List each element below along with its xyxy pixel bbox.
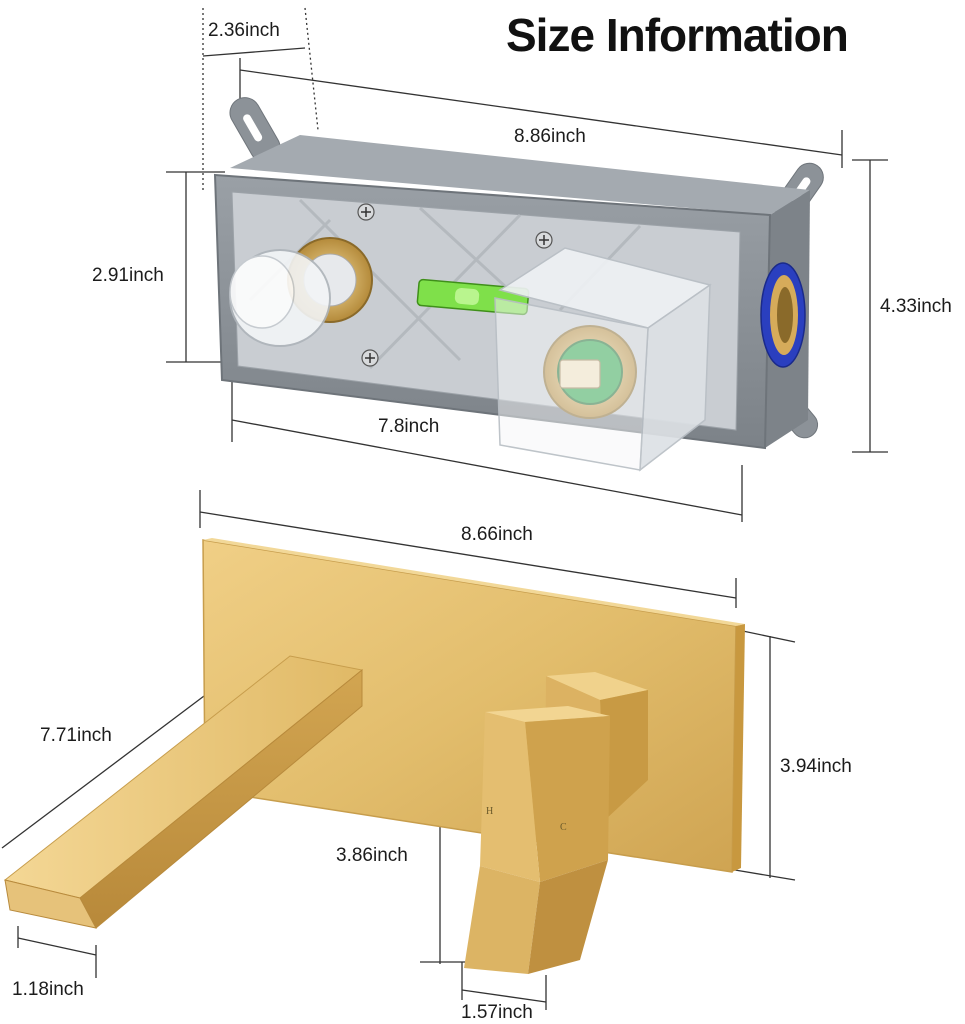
handle-lever (464, 706, 610, 974)
label-handle-height: 3.86inch (336, 845, 408, 866)
label-box-height-outer: 4.33inch (880, 296, 952, 317)
faucet-dimension-lines (1, 490, 796, 1010)
label-box-length: 8.86inch (514, 126, 586, 147)
label-handle-width: 1.57inch (461, 1002, 533, 1023)
clear-cap (229, 249, 331, 347)
valve-box (213, 97, 824, 472)
gold-faucet (3, 538, 745, 974)
spout (3, 655, 364, 929)
clear-cover (494, 247, 712, 472)
label-plate-width: 8.66inch (461, 524, 533, 545)
label-spout-length: 7.71inch (40, 725, 112, 746)
label-plate-height: 3.94inch (780, 756, 852, 777)
label-box-height-inner: 2.91inch (92, 265, 164, 286)
hot-mark: H (486, 806, 494, 817)
label-box-depth: 2.36inch (208, 20, 280, 41)
label-spout-thickness: 1.18inch (12, 979, 84, 1000)
label-box-width-inner: 7.8inch (378, 416, 440, 437)
cold-mark: C (560, 822, 567, 833)
box-dimension-lines (166, 7, 888, 522)
page-title: Size Information (506, 9, 849, 61)
